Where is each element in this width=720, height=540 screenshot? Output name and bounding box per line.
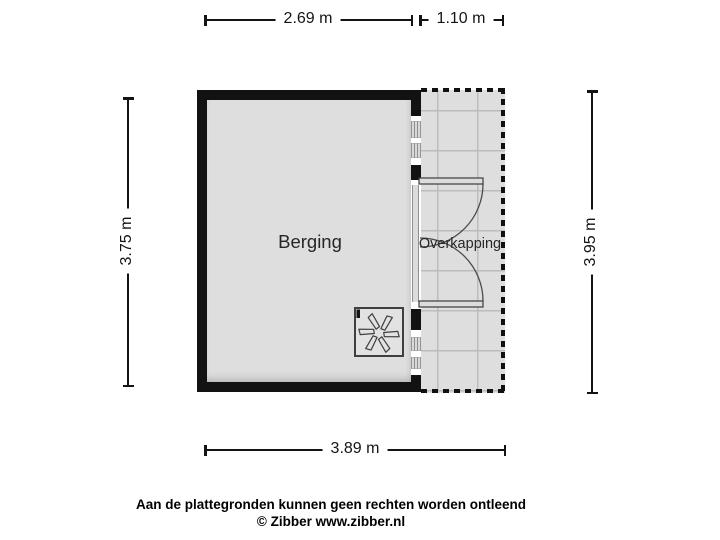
window: [411, 357, 421, 369]
window-frame-gap: [411, 351, 421, 357]
wall-segment: [411, 309, 421, 330]
footer-disclaimer: Aan de plattegronden kunnen geen rechten…: [135, 497, 527, 512]
window-frame-gap: [411, 330, 421, 337]
dimension-label-top-room: 2.69 m: [275, 9, 341, 31]
door-leaf: [418, 300, 484, 308]
footer-copyright: © Zibber www.zibber.nl: [256, 513, 406, 529]
room-label-berging: Berging: [278, 231, 342, 252]
door-threshold: [411, 185, 419, 302]
door-leaf: [418, 177, 484, 185]
canopy-dashed-border-bottom: [421, 389, 505, 393]
wall-segment: [411, 165, 421, 180]
door-swing-arc: [419, 237, 484, 302]
dimension-label-right: 3.95 m: [581, 209, 603, 275]
window-frame-gap: [411, 369, 421, 375]
door-swing-arc: [419, 183, 484, 248]
door-frame-gap: [411, 180, 421, 185]
wall-bottom: [197, 382, 421, 392]
window: [411, 121, 421, 138]
fan-icon: [354, 307, 404, 357]
footer: Aan de plattegronden kunnen geen rechten…: [136, 497, 526, 530]
wall-left: [197, 90, 207, 392]
wall-segment: [411, 90, 421, 116]
dimension-label-left: 3.75 m: [117, 208, 139, 274]
window: [411, 337, 421, 351]
double-door: [418, 177, 484, 308]
dimension-label-bottom: 3.89 m: [322, 439, 388, 461]
wall-segment: [411, 375, 421, 392]
wall-top: [197, 90, 421, 100]
dimension-label-top-canopy: 1.10 m: [428, 9, 494, 31]
window-frame-gap: [411, 158, 421, 165]
window: [411, 143, 421, 158]
window-frame-gap: [411, 116, 421, 121]
overkapping-canopy-area: [421, 90, 505, 393]
canopy-dashed-border-right: [501, 88, 505, 393]
window-frame-gap: [411, 138, 421, 143]
room-label-overkapping: Overkapping: [418, 236, 502, 252]
door-frame-gap: [411, 302, 421, 309]
canopy-dashed-border-top: [421, 88, 505, 92]
